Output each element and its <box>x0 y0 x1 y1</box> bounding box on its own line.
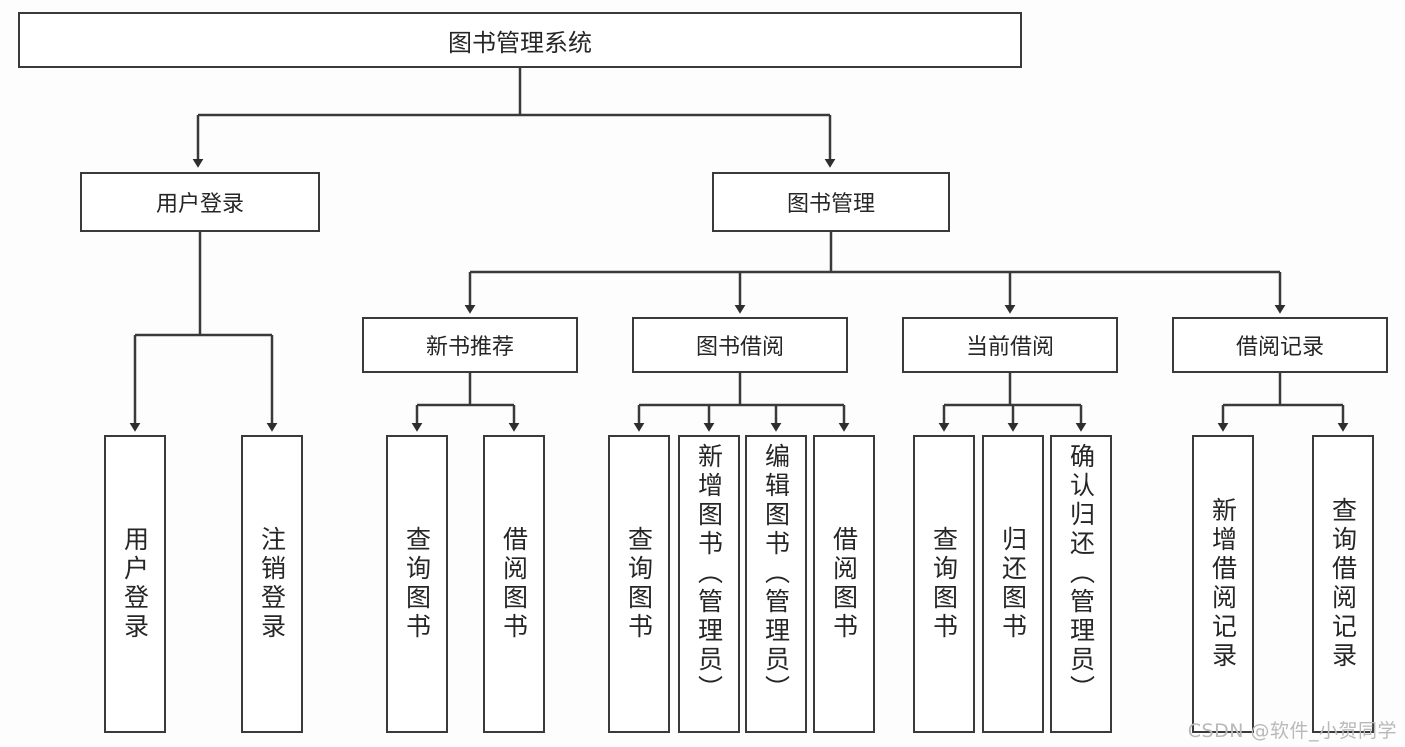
node-root[interactable]: 图书管理系统 <box>18 12 1022 68</box>
node-leaf-borrow-book-1-label: 借阅图书 <box>499 526 529 642</box>
node-borrow-record[interactable]: 借阅记录 <box>1172 317 1388 373</box>
node-leaf-return-book[interactable]: 归还图书 <box>982 435 1044 733</box>
node-leaf-user-login[interactable]: 用户登录 <box>104 435 166 733</box>
node-leaf-edit-book-admin-label: 编辑图书（管理员） <box>761 443 791 704</box>
node-new-book-recommend-label: 新书推荐 <box>425 335 514 360</box>
node-leaf-borrow-book-2-label: 借阅图书 <box>829 526 859 642</box>
node-leaf-query-book-2-label: 查询图书 <box>624 526 654 642</box>
node-leaf-add-book-admin[interactable]: 新增图书（管理员） <box>678 435 740 733</box>
node-leaf-query-book-3-label: 查询图书 <box>929 526 959 642</box>
node-leaf-return-book-label: 归还图书 <box>998 526 1028 642</box>
node-leaf-query-borrow-record[interactable]: 查询借阅记录 <box>1312 435 1374 733</box>
node-leaf-edit-book-admin[interactable]: 编辑图书（管理员） <box>745 435 807 733</box>
node-leaf-logout-login-label: 注销登录 <box>257 526 287 642</box>
node-root-label: 图书管理系统 <box>448 28 592 57</box>
node-new-book-recommend[interactable]: 新书推荐 <box>362 317 578 373</box>
node-borrow-record-label: 借阅记录 <box>1235 335 1324 360</box>
node-current-borrow[interactable]: 当前借阅 <box>902 317 1118 373</box>
node-leaf-add-book-admin-label: 新增图书（管理员） <box>694 443 724 704</box>
node-user-login-label: 用户登录 <box>155 192 244 217</box>
node-leaf-confirm-return-admin[interactable]: 确认归还（管理员） <box>1050 435 1112 733</box>
node-leaf-add-borrow-record-label: 新增借阅记录 <box>1208 497 1238 671</box>
node-book-manage-label: 图书管理 <box>786 192 875 217</box>
node-leaf-confirm-return-admin-label: 确认归还（管理员） <box>1066 443 1096 704</box>
watermark: CSDN @软件_小贺同学 <box>1187 720 1397 742</box>
node-book-borrow-label: 图书借阅 <box>695 335 784 360</box>
node-current-borrow-label: 当前借阅 <box>965 335 1054 360</box>
node-leaf-user-login-label: 用户登录 <box>120 526 150 642</box>
node-book-borrow[interactable]: 图书借阅 <box>632 317 848 373</box>
node-leaf-query-borrow-record-label: 查询借阅记录 <box>1328 497 1358 671</box>
node-leaf-query-book-1[interactable]: 查询图书 <box>386 435 448 733</box>
node-user-login[interactable]: 用户登录 <box>80 172 320 232</box>
node-book-manage[interactable]: 图书管理 <box>712 172 950 232</box>
node-leaf-query-book-2[interactable]: 查询图书 <box>608 435 670 733</box>
node-leaf-borrow-book-1[interactable]: 借阅图书 <box>483 435 545 733</box>
node-leaf-query-book-1-label: 查询图书 <box>402 526 432 642</box>
node-leaf-add-borrow-record[interactable]: 新增借阅记录 <box>1192 435 1254 733</box>
node-leaf-borrow-book-2[interactable]: 借阅图书 <box>813 435 875 733</box>
node-leaf-query-book-3[interactable]: 查询图书 <box>913 435 975 733</box>
node-leaf-logout-login[interactable]: 注销登录 <box>241 435 303 733</box>
